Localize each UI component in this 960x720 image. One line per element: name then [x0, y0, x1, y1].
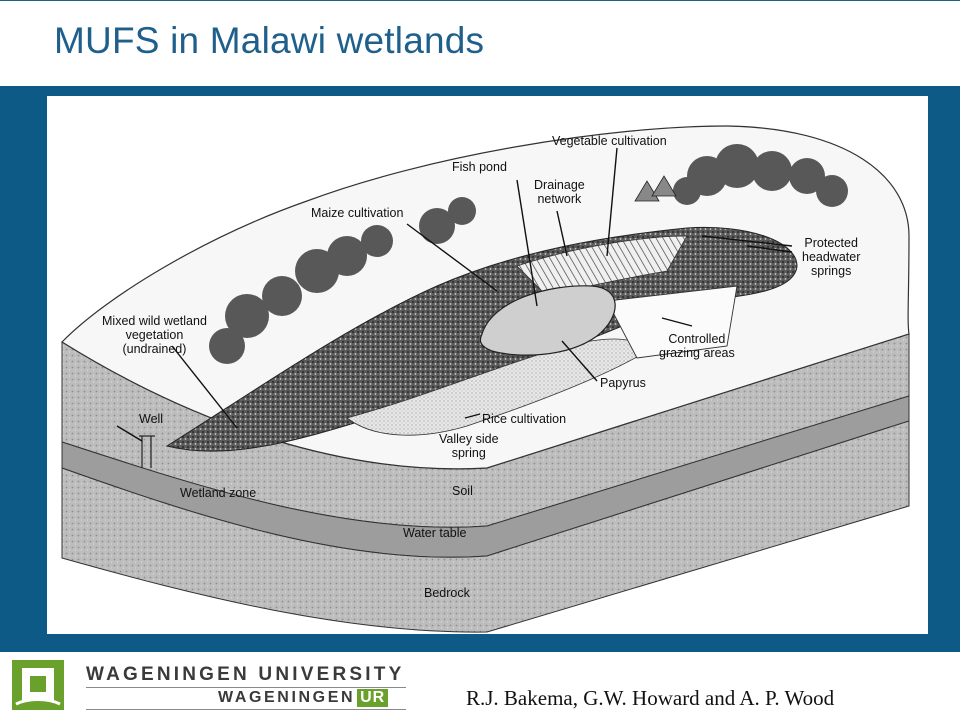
- label-papyrus: Papyrus: [600, 376, 646, 390]
- label-fish-pond: Fish pond: [452, 160, 507, 174]
- well: [139, 435, 155, 468]
- fish-pond: [479, 285, 616, 356]
- slide-title: MUFS in Malawi wetlands: [54, 20, 485, 61]
- label-soil: Soil: [452, 484, 473, 498]
- label-maize-cultivation: Maize cultivation: [311, 206, 404, 220]
- label-well: Well: [139, 412, 164, 426]
- label-water-table: Water table: [403, 526, 467, 540]
- label-controlled-grazing-areas: Controlled grazing areas: [659, 332, 735, 360]
- label-mixed-wild-wetland-vegetation: Mixed wild wetland vegetation (undrained…: [102, 314, 207, 356]
- label-protected-headwater-springs: Protected headwater springs: [802, 236, 861, 278]
- label-rice-cultivation: Rice cultivation: [482, 412, 567, 426]
- palm-trees-right: [673, 144, 848, 207]
- label-drainage-network: Drainage network: [534, 178, 585, 206]
- author-credit: R.J. Bakema, G.W. Howard and A. P. Wood: [466, 686, 835, 710]
- wetland-diagram: Vegetable cultivation Fish pond Drainage…: [47, 96, 928, 634]
- label-bedrock: Bedrock: [424, 586, 470, 600]
- label-wetland-zone: Wetland zone: [180, 486, 257, 500]
- wetland-illustration: [61, 125, 910, 633]
- wageningen-logo-icon: [12, 660, 64, 710]
- bedrock-layer: [61, 420, 910, 633]
- label-vegetable-cultivation: Vegetable cultivation: [552, 134, 667, 148]
- palm-trees-left: [209, 197, 476, 364]
- university-name: WAGENINGEN UNIVERSITY: [86, 664, 405, 685]
- label-valley-side-spring: Valley side spring: [439, 432, 499, 460]
- logo-rule-bottom: [86, 709, 406, 710]
- village-huts: [634, 175, 677, 202]
- logo-rule-top: [86, 687, 406, 688]
- top-rule: [0, 0, 960, 1]
- grazing-area: [606, 285, 738, 359]
- label-leaders: [116, 147, 793, 442]
